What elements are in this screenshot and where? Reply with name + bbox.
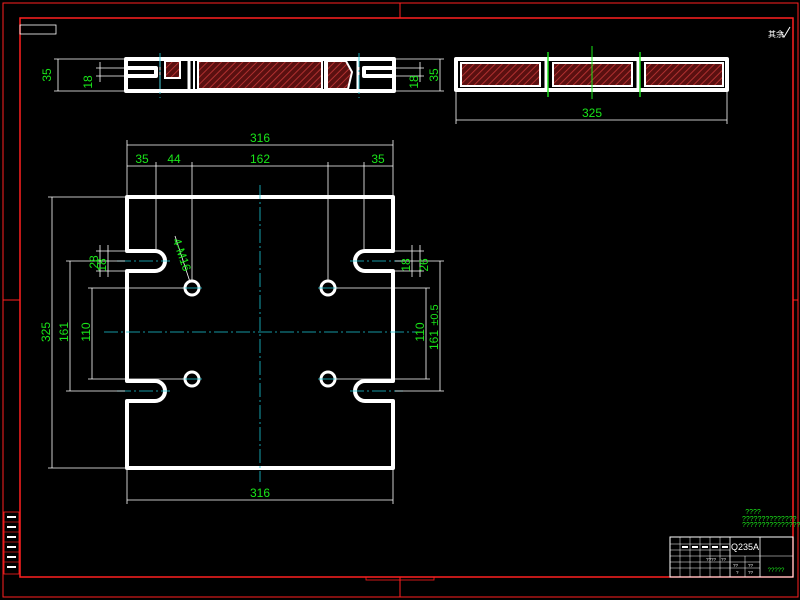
dim-hole-offset: 44 [167,152,181,166]
top-left-label-box [19,24,57,35]
title-block [669,536,794,578]
dim-hole-spacing: 162 [250,152,270,166]
thread-callout: 4-M16 [170,236,194,273]
title-block-material: Q235A [731,542,759,552]
dim-bottom-width: 316 [250,486,270,500]
title-block-cell-5: ?? [748,563,754,568]
title-block-drawing-name: ????? [768,568,785,574]
top-view [48,140,444,504]
dim-slot-depth-right: 26 [417,258,431,272]
dim-side-length: 325 [582,106,602,120]
revision-strip [3,511,20,575]
roughness-symbol: 其余 [768,26,791,39]
dim-overall-height: 325 [39,322,53,342]
dim-front-height-left: 35 [40,68,54,82]
title-block-cell-2: ?? [733,563,739,568]
dim-overall-width: 316 [250,131,270,145]
notes-line-1: ?????????????? [742,516,797,523]
dim-slot-spacing-right: 161 [427,330,441,350]
dim-slot-offset-right: 35 [371,152,385,166]
notes-line-2: ????????????????? [742,522,800,529]
dim-slot-width-left: 18 [95,258,109,272]
dim-slot-depth-left: 28 [87,255,101,269]
dim-hole-spacing-left: 110 [79,322,93,341]
side-view [454,46,729,124]
technical-notes: ???? ?????????????? ????????????????? [742,509,800,529]
dim-front-inner-left: 18 [81,75,95,89]
title-block-cell-3: ? [736,570,739,575]
svg-text:其余: 其余 [768,29,784,39]
dim-front-inner-right: 18 [407,75,421,89]
dim-slot-width-right: 18 [399,258,413,272]
title-block-cell-0: ???? [706,557,717,562]
dim-slot-tolerance: ±0.5 [429,304,441,325]
dim-front-height-right: 35 [427,68,441,82]
title-block-cell-1: ?? [721,557,727,562]
dim-slot-offset-left: 35 [135,152,149,166]
notes-title: ???? [745,509,761,516]
dim-slot-spacing-left: 161 [57,322,71,342]
dim-hole-spacing-right: 110 [413,322,427,341]
front-view [54,53,444,98]
title-block-cell-4: ?? [748,570,754,575]
